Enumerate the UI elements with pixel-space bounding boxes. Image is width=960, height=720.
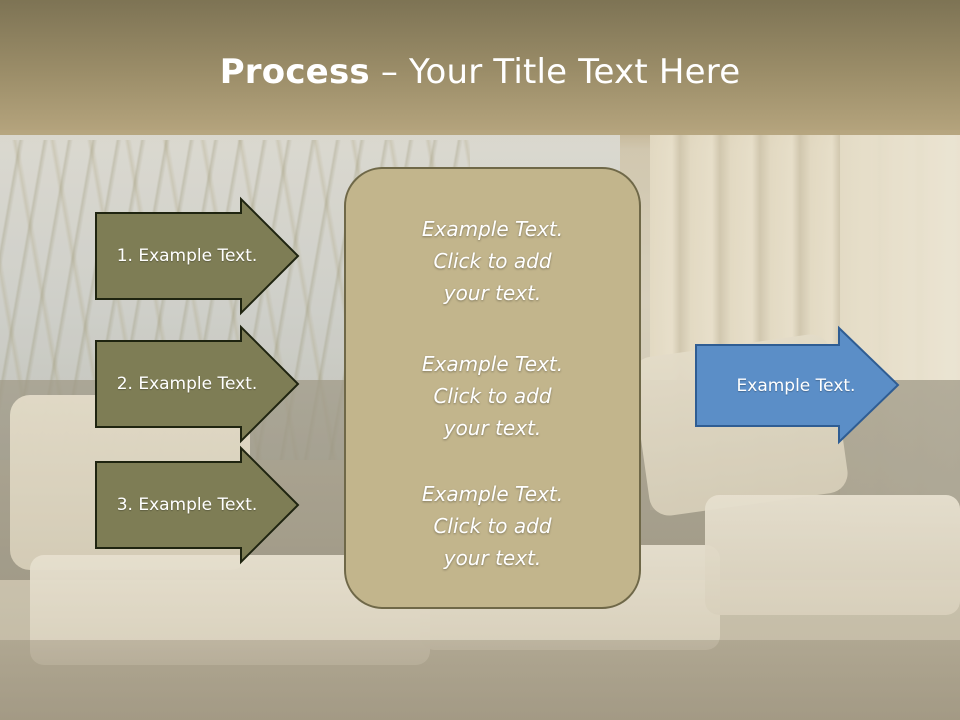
- step-label-2: 2. Example Text.: [116, 374, 258, 394]
- center-line: Click to add: [433, 514, 552, 538]
- center-line: Example Text.: [421, 217, 564, 241]
- title-bold: Process: [219, 52, 370, 92]
- output-arrow[interactable]: [695, 325, 900, 445]
- title-band: [0, 0, 960, 135]
- step-label-1: 1. Example Text.: [116, 246, 258, 266]
- center-line: Click to add: [433, 384, 552, 408]
- background-seat-right: [705, 495, 960, 615]
- center-line: your text.: [443, 281, 542, 305]
- step-arrow-1[interactable]: [95, 196, 300, 316]
- center-line: your text.: [443, 546, 542, 570]
- title-rest: – Your Title Text Here: [369, 52, 741, 92]
- center-line: Example Text.: [421, 352, 564, 376]
- center-paragraph-1: Example Text. Click to add your text.: [345, 213, 640, 309]
- center-line: your text.: [443, 416, 542, 440]
- center-paragraph-3: Example Text. Click to add your text.: [345, 478, 640, 574]
- step-arrow-2[interactable]: [95, 324, 300, 444]
- step-label-3: 3. Example Text.: [116, 495, 258, 515]
- background-floor: [0, 640, 960, 720]
- center-line: Click to add: [433, 249, 552, 273]
- output-label: Example Text.: [736, 375, 856, 396]
- step-arrow-3[interactable]: [95, 445, 300, 565]
- slide-title[interactable]: Process – Your Title Text Here: [0, 52, 960, 92]
- center-line: Example Text.: [421, 482, 564, 506]
- center-paragraph-2: Example Text. Click to add your text.: [345, 348, 640, 444]
- center-box[interactable]: [344, 167, 641, 609]
